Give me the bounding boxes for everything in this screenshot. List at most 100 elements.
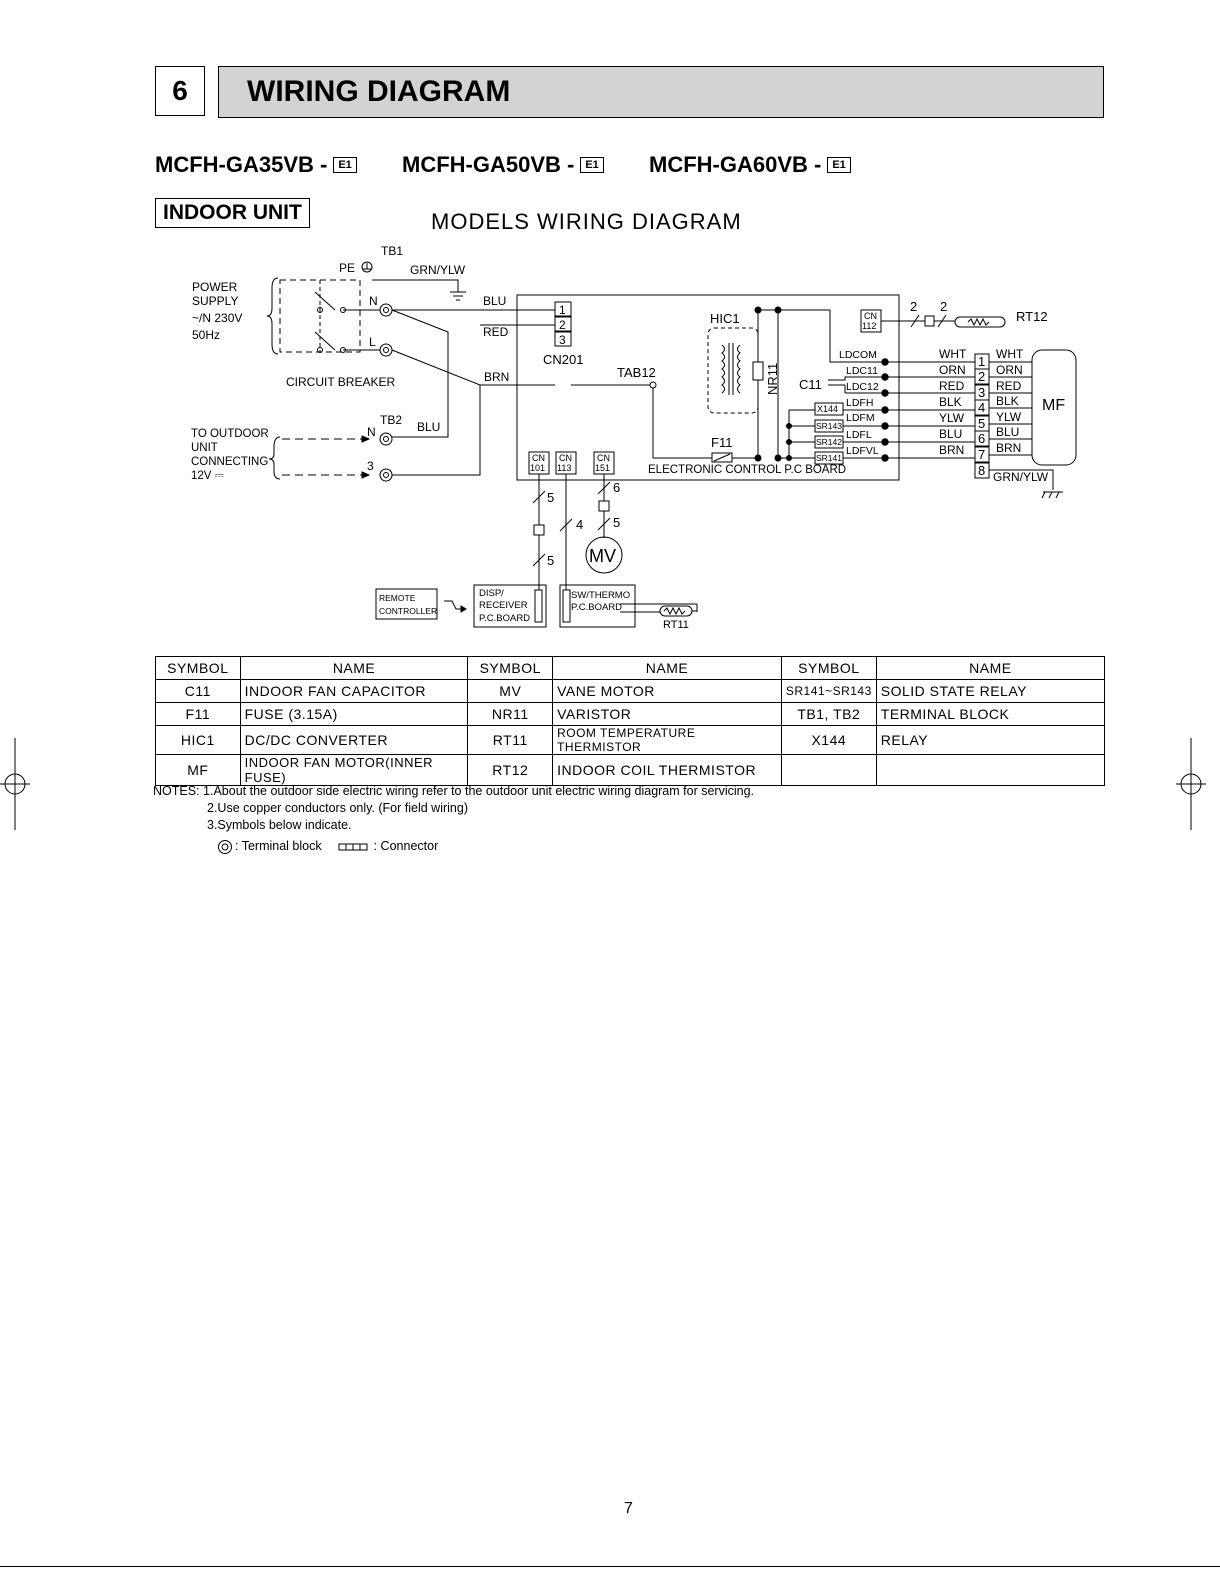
table-header: SYMBOL	[467, 656, 554, 680]
pe-label: PE	[339, 261, 355, 275]
wire-color-left: RED	[939, 379, 965, 393]
mf-label: MF	[1042, 397, 1065, 414]
wire-count: 2	[940, 299, 947, 314]
tb2-n-label: N	[367, 425, 376, 439]
wire-color-right: BLK	[996, 394, 1019, 408]
rt12-connector-icon	[924, 315, 935, 327]
section-title: WIRING DIAGRAM	[218, 66, 1104, 118]
model-suffix: E1	[333, 157, 357, 173]
ldc-label: LDC12	[846, 381, 879, 393]
hic1-box	[707, 327, 759, 414]
vane-motor-mv	[585, 536, 623, 574]
grn-ylw-label: GRN/YLW	[410, 263, 466, 277]
mf-pin: 4	[978, 400, 985, 415]
wire-blu-label: BLU	[483, 294, 506, 308]
rt12-label: RT12	[1016, 309, 1048, 324]
wire-count: 5	[547, 490, 554, 505]
mf-pin: 2	[978, 369, 985, 384]
table-header: NAME	[552, 656, 782, 680]
remote-label: REMOTE	[379, 593, 416, 603]
ldc-label: LDFH	[846, 397, 873, 409]
mf-pin: 1	[978, 354, 985, 369]
l-label: L	[369, 335, 376, 349]
wire-color-right: ORN	[996, 363, 1023, 377]
cn112-label: 112	[862, 321, 876, 331]
disp-label: DISP/	[479, 588, 504, 599]
table-cell: NR11	[467, 702, 554, 726]
to-outdoor-label: 12V ⎓	[191, 470, 225, 482]
ldc-label: LDFL	[846, 429, 872, 441]
tb1-label: TB1	[381, 244, 403, 258]
mf-grn-ylw-label: GRN/YLW	[993, 470, 1049, 484]
registration-mark-icon	[1176, 738, 1206, 830]
wire-color-left: BRN	[939, 443, 964, 457]
note-line: NOTES: 1.About the outdoor side electric…	[153, 783, 754, 800]
table-cell: RELAY	[875, 725, 1106, 755]
mf-pin: 3	[978, 385, 985, 400]
tb1-l-terminal-icon	[379, 343, 393, 357]
circuit-breaker-label: CIRCUIT BREAKER	[286, 375, 395, 389]
remote-label: CONTROLLER	[379, 606, 437, 616]
table-header: SYMBOL	[155, 656, 241, 680]
notes: NOTES: 1.About the outdoor side electric…	[153, 783, 754, 855]
ldc-label: LDC11	[846, 365, 878, 377]
legend-terminal: : Terminal block	[235, 839, 322, 853]
note-item: 2.Use copper conductors only. (For field…	[207, 801, 468, 815]
table-cell: VANE MOTOR	[552, 679, 782, 703]
model-name: MCFH-GA50VB -	[402, 152, 575, 177]
terminal-block-icon	[218, 839, 232, 854]
wire-color-right: BRN	[996, 441, 1021, 455]
table-cell: SOLID STATE RELAY	[875, 679, 1106, 703]
cn201-pin: 3	[559, 333, 566, 347]
cn201-pin: 1	[559, 303, 566, 317]
brace-icon	[268, 436, 281, 480]
rt11-label: RT11	[663, 619, 689, 631]
tb1-n-terminal-icon	[379, 303, 393, 317]
varistor-icon	[752, 361, 764, 381]
table-cell: DC/DC CONVERTER	[239, 725, 469, 755]
wire-count: 2	[910, 299, 917, 314]
table-cell: INDOOR FAN MOTOR(INNER FUSE)	[239, 754, 469, 786]
unit-label: INDOOR UNIT	[155, 198, 310, 228]
symbol-table: SYMBOL NAME SYMBOL NAME SYMBOL NAME C11 …	[155, 656, 1106, 786]
wire-color-left: WHT	[939, 347, 967, 361]
wire-color-right: WHT	[996, 347, 1024, 361]
table-cell	[780, 754, 877, 786]
ldc-label: LDFVL	[846, 445, 879, 457]
table-header: NAME	[239, 656, 469, 680]
note-item: 3.Symbols below indicate.	[207, 818, 352, 832]
table-cell: VARISTOR	[552, 702, 782, 726]
table-cell: MV	[467, 679, 554, 703]
relay-sr142	[814, 435, 844, 449]
mv-connector-icon	[598, 500, 610, 512]
table-row: C11 INDOOR FAN CAPACITOR MV VANE MOTOR S…	[155, 679, 1106, 703]
model-3: MCFH-GA60VB - E1	[649, 152, 851, 178]
relay-sr143	[814, 419, 844, 433]
sw-thermo-board	[559, 584, 636, 628]
wire-count: 6	[613, 480, 620, 495]
wire-count: 4	[576, 517, 583, 532]
relay-label: SR141	[816, 453, 842, 463]
table-row: F11 FUSE (3.15A) NR11 VARISTOR TB1, TB2 …	[155, 702, 1106, 726]
power-supply-label: SUPPLY	[192, 294, 238, 308]
model-1: MCFH-GA35VB - E1	[155, 152, 357, 178]
tb2-blu-label: BLU	[417, 420, 440, 434]
table-cell: FUSE (3.15A)	[239, 702, 469, 726]
wire-red-label: RED	[483, 325, 509, 339]
to-outdoor-label: CONNECTING	[191, 456, 268, 468]
table-cell	[875, 754, 1106, 786]
cn201-label: CN201	[543, 352, 583, 367]
notes-label: NOTES:	[153, 784, 200, 798]
nr11-label: NR11	[765, 363, 780, 395]
table-header: NAME	[875, 656, 1106, 680]
power-supply-label: ~/N 230V	[192, 311, 242, 325]
n-label: N	[369, 294, 378, 308]
hic1-label: HIC1	[710, 311, 740, 326]
cn201-pin: 2	[559, 318, 566, 332]
table-cell: TERMINAL BLOCK	[875, 702, 1106, 726]
cn112-label: CN	[864, 311, 877, 321]
table-cell: INDOOR FAN CAPACITOR	[239, 679, 469, 703]
to-outdoor-label: TO OUTDOOR	[191, 428, 269, 440]
f11-label: F11	[711, 435, 732, 450]
wire-color-left: ORN	[939, 363, 966, 377]
